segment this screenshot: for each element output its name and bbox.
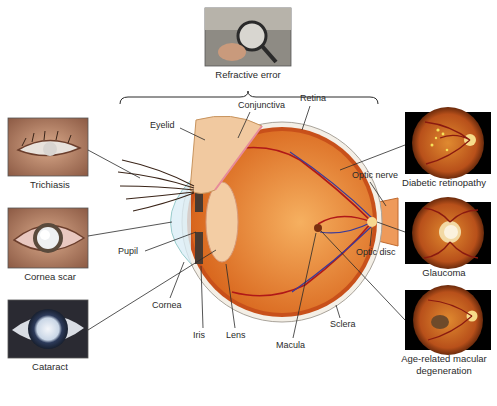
glaucoma-photo — [405, 197, 491, 269]
cornea-scar-photo — [8, 208, 88, 268]
photo-caption: Cornea scar — [2, 271, 98, 283]
part-label: Iris — [193, 330, 205, 341]
part-label: Lens — [226, 330, 246, 341]
lens-shape — [206, 182, 238, 262]
diabetic-retinopathy-box: Diabetic retinopathy — [393, 112, 495, 189]
cataract-box: Cataract — [2, 300, 98, 373]
refractive-error-box: Refractive error — [197, 8, 299, 81]
diabetic-retinopathy-photo — [405, 107, 491, 179]
photo-caption: Diabetic retinopathy — [393, 177, 495, 189]
trichiasis-box: Trichiasis — [2, 118, 98, 191]
part-label: Cornea — [152, 300, 182, 311]
refractive-photo — [205, 8, 291, 66]
photo-caption: Age-related macular degeneration — [393, 353, 495, 377]
part-label: Retina — [300, 93, 326, 104]
cataract-photo — [8, 300, 88, 358]
leader-lines — [88, 106, 405, 338]
eyelid — [118, 116, 262, 211]
amd-photo — [405, 285, 491, 355]
photo-caption: Trichiasis — [2, 179, 98, 191]
part-label: Conjunctiva — [238, 100, 285, 111]
part-label: Pupil — [118, 246, 138, 257]
photo-caption: Glaucoma — [393, 267, 495, 279]
cornea-scar-box: Cornea scar — [2, 208, 98, 283]
amd-box: Age-related macular degeneration — [393, 290, 495, 377]
part-label: Macula — [276, 340, 305, 351]
part-label: Optic disc — [356, 247, 396, 258]
photo-caption: Cataract — [2, 361, 98, 373]
part-label: Eyelid — [150, 120, 175, 131]
part-label: Sclera — [330, 319, 356, 330]
part-label: Optic nerve — [352, 170, 398, 181]
glaucoma-box: Glaucoma — [393, 202, 495, 279]
photo-caption: Refractive error — [197, 69, 299, 81]
trichiasis-photo — [8, 118, 88, 176]
